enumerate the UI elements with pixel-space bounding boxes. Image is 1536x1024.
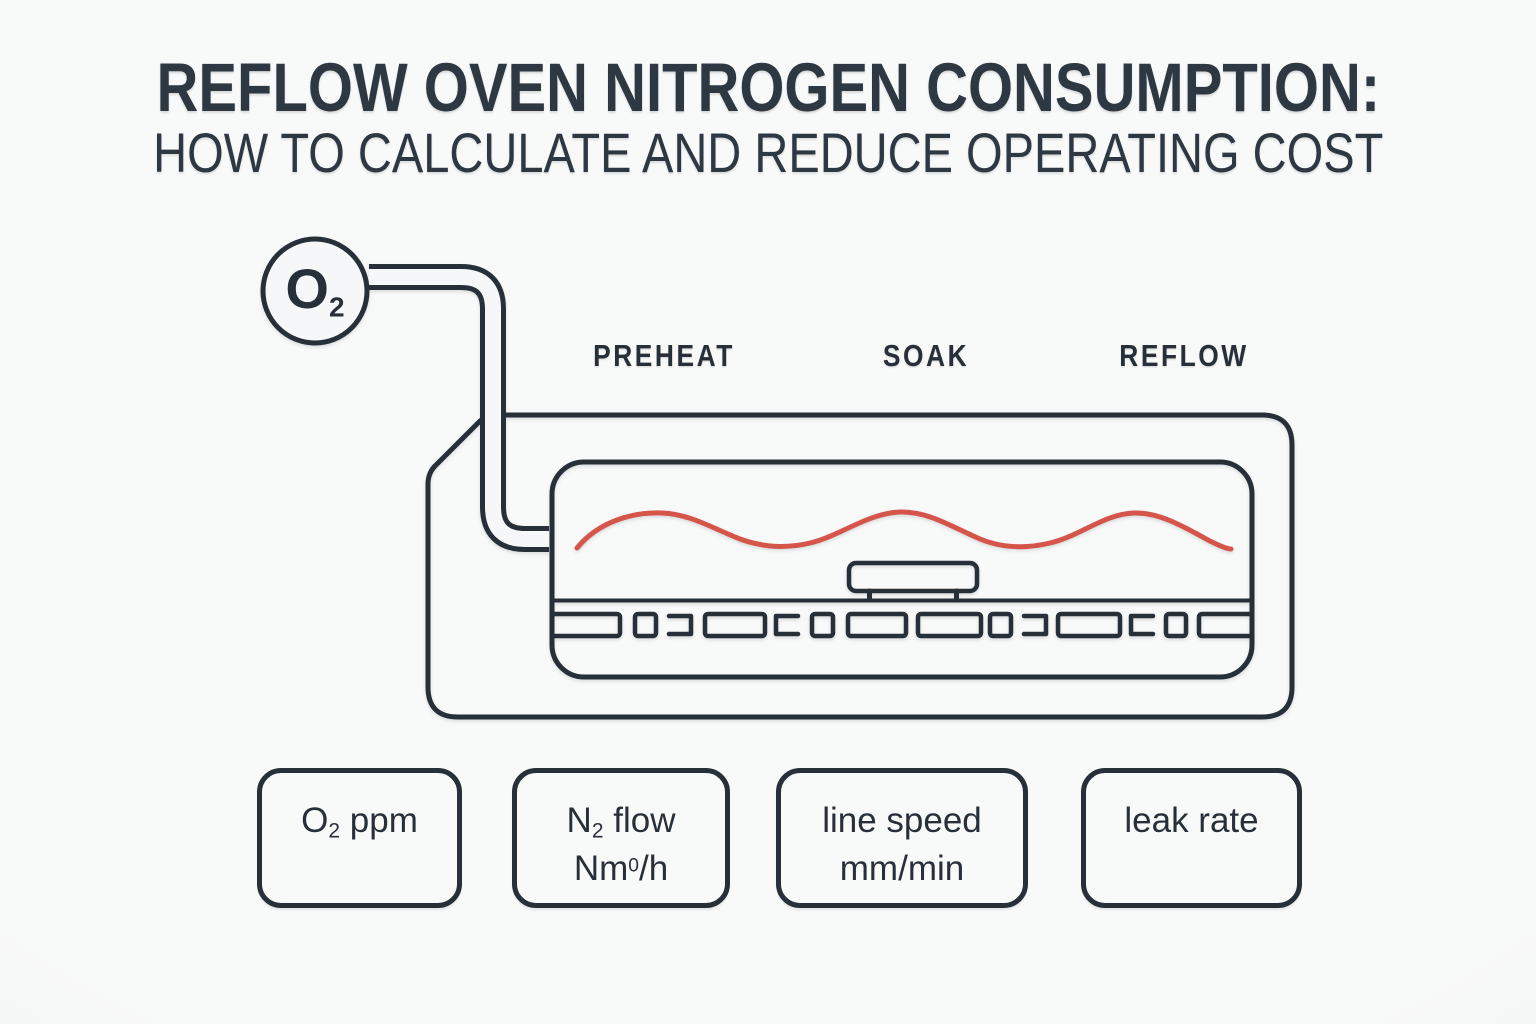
metric-label: line speed — [822, 801, 982, 840]
metric-unit: Nm0/h — [573, 849, 669, 888]
metric-label: O2 ppm — [301, 801, 418, 843]
page-title: REFLOW OVEN NITROGEN CONSUMPTION: — [156, 49, 1380, 126]
zone-label-preheat: PREHEAT — [593, 338, 735, 373]
metric-box-o2-ppm: O2 ppm — [257, 768, 462, 908]
zone-label-soak: SOAK — [882, 338, 970, 373]
heater-wave-icon — [574, 509, 1234, 552]
o2-subscript: 2 — [328, 291, 345, 323]
metric-label: N2 flow — [566, 801, 676, 843]
pcb-board-icon — [846, 560, 980, 594]
page-subtitle: HOW TO CALCULATE AND REDUCE OPERATING CO… — [152, 121, 1384, 184]
supply-pipe-bore — [369, 269, 549, 547]
metric-box-n2-flow: N2 flow Nm0/h — [512, 768, 730, 908]
oxygen-sensor-icon — [260, 236, 370, 346]
metric-unit: mm/min — [839, 849, 965, 888]
heating-chamber-icon — [549, 459, 1255, 680]
metric-box-leak-rate: leak rate — [1081, 768, 1302, 908]
metric-box-line-speed: line speed mm/min — [776, 768, 1028, 908]
supply-pipe-icon — [369, 264, 549, 552]
conveyor-belt-icon — [549, 611, 1255, 639]
metric-label: leak rate — [1124, 801, 1259, 840]
zone-label-reflow: REFLOW — [1119, 338, 1249, 373]
o2-symbol: O — [285, 256, 329, 320]
oxygen-sensor-label: O2 — [285, 256, 344, 321]
oven-body-icon — [425, 412, 1295, 720]
